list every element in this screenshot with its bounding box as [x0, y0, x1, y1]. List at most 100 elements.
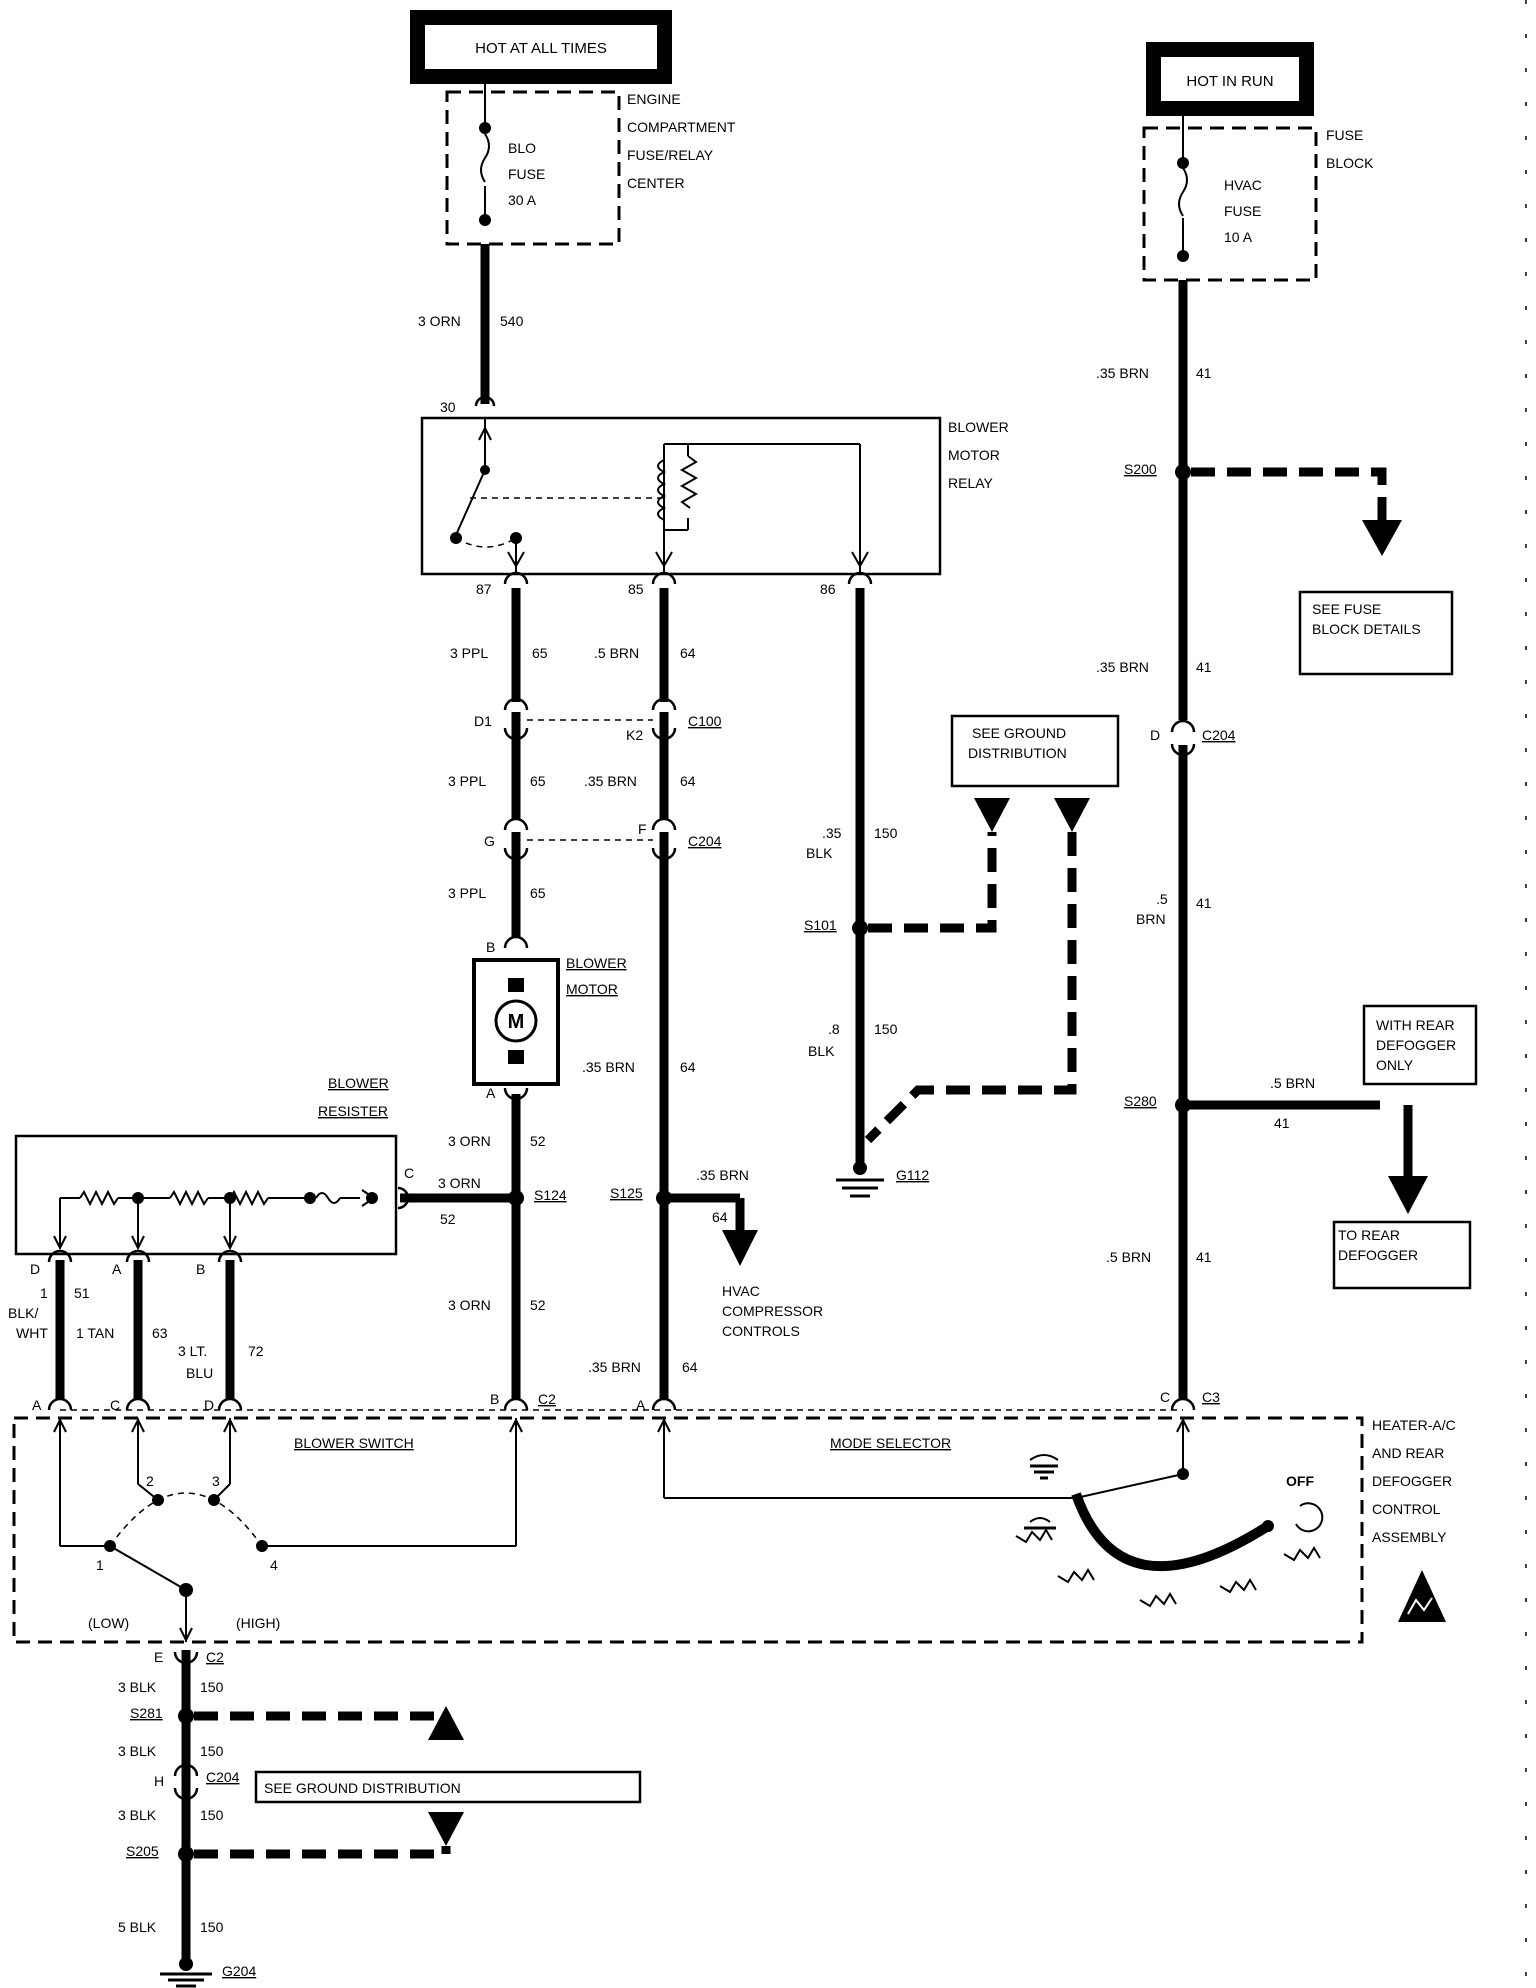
c3-pin-c: C — [1160, 1389, 1170, 1405]
w52c-gauge: 3 ORN — [448, 1297, 491, 1313]
s205-label: S205 — [126, 1843, 159, 1859]
g3-gauge: 3 BLK — [118, 1807, 157, 1823]
blower-motor-l1: BLOWER — [566, 955, 627, 971]
c204-pin-h: H — [154, 1773, 164, 1789]
pin-85: 85 — [628, 581, 644, 597]
w63-circuit: 63 — [152, 1325, 168, 1341]
relay-label-l3: RELAY — [948, 475, 994, 491]
heater-ac-l2: AND REAR — [1372, 1445, 1444, 1461]
w41c-g1: .5 — [1156, 891, 1168, 907]
wires — [55, 244, 1413, 1968]
w150b-g2: BLK — [808, 1043, 835, 1059]
c204-upper-connector: G F C204 — [484, 817, 722, 861]
w64c-circuit: 64 — [680, 1059, 696, 1075]
s200-label: S200 — [1124, 461, 1157, 477]
pin-f: F — [638, 821, 647, 837]
w64c-gauge: .35 BRN — [582, 1059, 635, 1075]
blower-motor: B M A BLOWER MOTOR — [472, 935, 627, 1101]
relay-pins: 87 85 86 — [476, 571, 873, 597]
see-fuse-block-l2: BLOCK DETAILS — [1312, 621, 1421, 637]
c2-bottom-label: C2 — [206, 1649, 224, 1665]
hvac-fuse-name: HVAC — [1224, 177, 1262, 193]
w51-g3: WHT — [16, 1325, 48, 1341]
circuit-150-bottom: E C2 3 BLK 150 S281 3 BLK 150 H C204 SEE… — [118, 1649, 642, 1988]
control-assembly: A C D B C2 A C C3 1 2 3 4 (LOW) (HIGH — [12, 1389, 1456, 1644]
s280-label: S280 — [1124, 1093, 1157, 1109]
w65c-labels: 3 PPL 65 — [448, 885, 546, 901]
switch-pin-b: B — [490, 1391, 499, 1407]
w41b-gauge: .35 BRN — [1096, 659, 1149, 675]
g2-circuit: 150 — [200, 1743, 224, 1759]
w65c-gauge: 3 PPL — [448, 885, 486, 901]
see-ground-top-l1: SEE GROUND — [972, 725, 1066, 741]
switch-pos-4: 4 — [270, 1557, 278, 1573]
resister-l2: RESISTER — [318, 1103, 388, 1119]
resister-wire-labels: 1 51 BLK/ WHT 1 TAN 63 3 LT. BLU 72 3 OR… — [8, 1285, 698, 1381]
w64c-labels: .35 BRN 64 3 ORN 52 — [448, 1059, 696, 1149]
resister-pin-d: D — [30, 1261, 40, 1277]
resister-pin-a: A — [112, 1261, 122, 1277]
fuse-block-l2: BLOCK — [1326, 155, 1374, 171]
w52a-circuit: 52 — [530, 1133, 546, 1149]
hvac-compressor-l3: CONTROLS — [722, 1323, 800, 1339]
g204-label: G204 — [222, 1963, 256, 1979]
w65b-circuit: 65 — [530, 773, 546, 789]
s124-label: S124 — [534, 1187, 567, 1203]
mode-off-label: OFF — [1286, 1473, 1314, 1489]
to-rear-defogger-l2: DEFOGGER — [1338, 1247, 1418, 1263]
c204-upper-label: C204 — [688, 833, 722, 849]
wire-labels-mid: 3 PPL 65 .35 BRN 64 — [448, 773, 696, 789]
w52b-gauge: 3 ORN — [438, 1175, 481, 1191]
engine-center-l2: COMPARTMENT — [627, 119, 736, 135]
w65c-circuit: 65 — [530, 885, 546, 901]
fuse-block-l1: FUSE — [1326, 127, 1363, 143]
w41e-gauge: .5 BRN — [1106, 1249, 1151, 1265]
splices-mid: S124 S125 3 ORN 52 .35 BRN 64 HVAC COMPR… — [438, 1167, 823, 1339]
blower-motor-l2: MOTOR — [566, 981, 618, 997]
w64a-gauge: .5 BRN — [594, 645, 639, 661]
heater-ac-l1: HEATER-A/C — [1372, 1417, 1456, 1433]
see-ground-top-l2: DISTRIBUTION — [968, 745, 1067, 761]
see-fuse-block-l1: SEE FUSE — [1312, 601, 1381, 617]
g1-gauge: 3 BLK — [118, 1679, 157, 1695]
heater-ac-l5: ASSEMBLY — [1372, 1529, 1447, 1545]
blo-fuse: BLO FUSE 30 A ENGINE COMPARTMENT FUSE/RE… — [445, 84, 736, 246]
w64d-gauge: .35 BRN — [696, 1167, 749, 1183]
w41a-gauge: .35 BRN — [1096, 365, 1149, 381]
hot-in-run-box: HOT IN RUN — [1146, 42, 1314, 116]
w64b-circuit: 64 — [680, 773, 696, 789]
blo-fuse-rating: 30 A — [508, 192, 537, 208]
c2-pin-e: E — [154, 1649, 163, 1665]
pin-86: 86 — [820, 581, 836, 597]
switch-pos-1: 1 — [96, 1557, 104, 1573]
motor-symbol: M — [508, 1011, 525, 1033]
heater-ac-l4: CONTROL — [1372, 1501, 1441, 1517]
pin-k2: K2 — [626, 727, 643, 743]
hot-in-run-label: HOT IN RUN — [1186, 73, 1273, 90]
w41d-gauge: .5 BRN — [1270, 1075, 1315, 1091]
blower-switch-label: BLOWER SWITCH — [294, 1435, 414, 1451]
c2-top-label: C2 — [538, 1391, 556, 1407]
pin-30: 30 — [440, 399, 456, 415]
switch-pos-2: 2 — [146, 1473, 154, 1489]
s281-label: S281 — [130, 1705, 163, 1721]
mode-pin-a: A — [636, 1397, 646, 1413]
with-rear-defogger-l3: ONLY — [1376, 1057, 1414, 1073]
w72-g1: 3 LT. — [178, 1343, 207, 1359]
w64e-circuit: 64 — [682, 1359, 698, 1375]
w41b-circuit: 41 — [1196, 659, 1212, 675]
w65a-gauge: 3 PPL — [450, 645, 488, 661]
blo-fuse-name: BLO — [508, 140, 536, 156]
g112-label: G112 — [896, 1167, 929, 1183]
g4-gauge: 5 BLK — [118, 1919, 157, 1935]
hvac-compressor-l2: COMPRESSOR — [722, 1303, 823, 1319]
w41c-g2: BRN — [1136, 911, 1166, 927]
engine-center-l1: ENGINE — [627, 91, 681, 107]
g4-circuit: 150 — [200, 1919, 224, 1935]
circuit-41: .35 BRN 41 S200 SEE FUSE BLOCK DETAILS .… — [1096, 365, 1478, 1290]
w540-gauge: 3 ORN — [418, 313, 461, 329]
c3-label: C3 — [1202, 1389, 1220, 1405]
hot-at-all-times-box: HOT AT ALL TIMES — [410, 10, 672, 84]
switch-pin-a: A — [32, 1397, 42, 1413]
c204-pin-d: D — [1150, 727, 1160, 743]
